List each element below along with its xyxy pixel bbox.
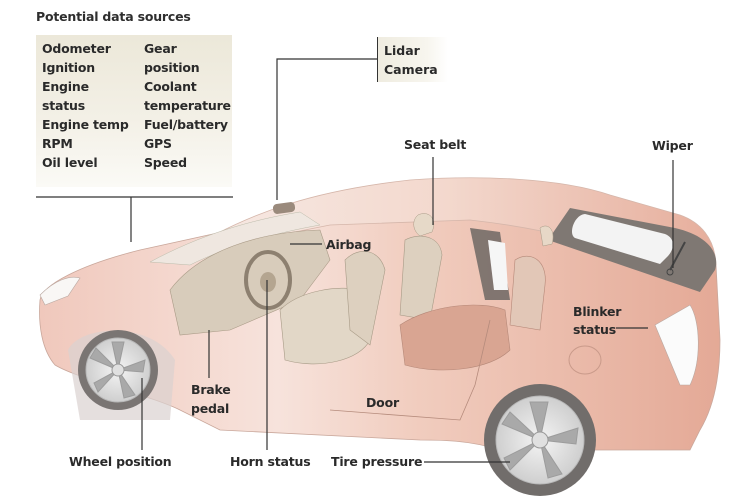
source-item: Coolant [144, 79, 197, 94]
dashboard [169, 229, 331, 336]
source-item: RPM [42, 136, 73, 151]
source-item: Odometer [42, 41, 111, 56]
callout-horn-status: Horn status [230, 454, 311, 469]
callout-blinker-line2: status [573, 322, 616, 337]
source-item: Oil level [42, 155, 98, 170]
diagram-title: Potential data sources [36, 9, 191, 24]
taillight [654, 304, 699, 386]
callout-brake-line1: Brake [191, 382, 231, 397]
callout-brake-line2: pedal [191, 401, 230, 416]
callout-lidar: Lidar [384, 43, 420, 58]
steering-wheel [244, 250, 292, 310]
callout-seat-belt: Seat belt [404, 137, 467, 152]
leader-lines [36, 58, 674, 463]
lidar-camera-box: Lidar Camera [377, 37, 448, 82]
source-item: status [42, 98, 85, 113]
data-sources-box: Odometer Ignition Engine status Engine t… [36, 35, 232, 187]
source-item: Gear [144, 41, 177, 56]
callout-door: Door [366, 395, 399, 410]
callout-camera: Camera [384, 62, 438, 77]
source-item: Fuel/battery [144, 117, 228, 132]
door [329, 319, 491, 421]
callout-airbag: Airbag [326, 237, 372, 252]
fuel-cap [568, 345, 602, 375]
source-item: GPS [144, 136, 172, 151]
source-item: Ignition [42, 60, 95, 75]
sources-right-column: Gear position Coolant temperature Fuel/b… [144, 39, 231, 172]
camera-unit [272, 202, 296, 214]
callout-tire-pressure: Tire pressure [331, 454, 423, 469]
callout-wheel-position: Wheel position [69, 454, 172, 469]
source-item: Engine [42, 79, 89, 94]
source-item: Engine temp [42, 117, 129, 132]
source-item: Speed [144, 155, 187, 170]
source-item: position [144, 60, 200, 75]
sources-left-column: Odometer Ignition Engine status Engine t… [42, 39, 129, 172]
callout-wiper: Wiper [652, 138, 693, 153]
callout-blinker-line1: Blinker [573, 304, 622, 319]
source-item: temperature [144, 98, 231, 113]
seat-headrest [413, 213, 434, 237]
rear-window [571, 214, 673, 264]
headlight [39, 276, 81, 306]
